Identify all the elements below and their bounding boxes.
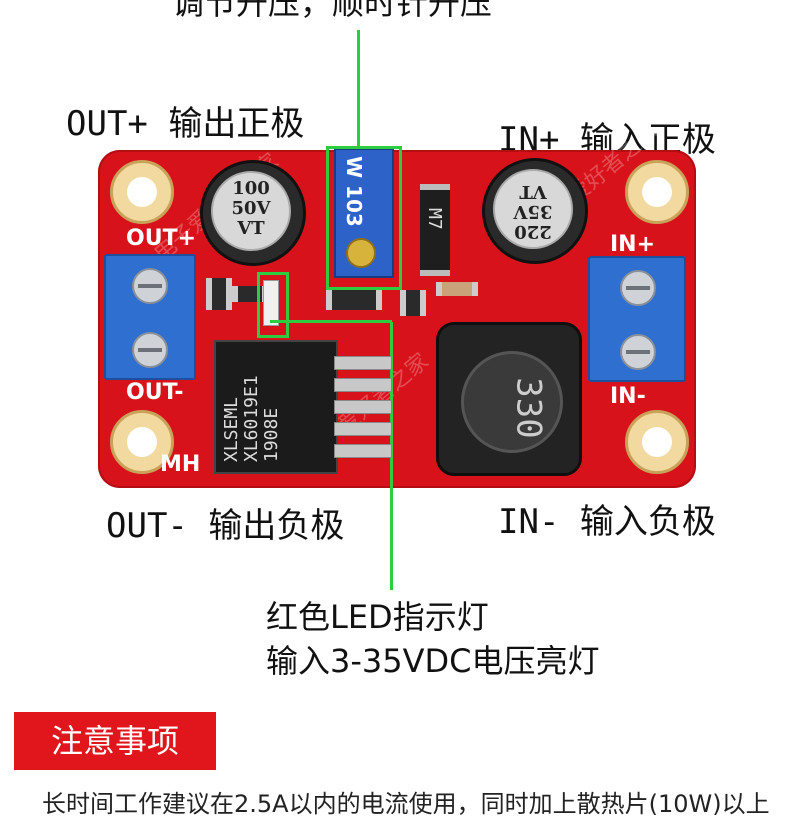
output-terminal-block [104, 254, 196, 380]
terminal-screw [620, 270, 656, 306]
diode-marking: M7 [424, 208, 445, 230]
diode: M7 [420, 184, 450, 276]
out-neg-label: OUT- 输出负极 [106, 506, 345, 546]
inductor-marking: 330 [508, 377, 549, 439]
inductor-core: 330 [461, 351, 563, 453]
smd-resistor [400, 290, 426, 316]
input-capacitor: 220 35V VT [482, 158, 588, 264]
led-note-line2: 输入3-35VDC电压亮灯 [266, 642, 600, 680]
silk-out-pos: OUT+ [126, 226, 197, 251]
ic-pin [334, 422, 392, 436]
led-note-line1: 红色LED指示灯 [266, 598, 489, 636]
ic-pin [334, 378, 392, 392]
mount-hole [110, 410, 174, 474]
smd-capacitor [436, 282, 478, 296]
ic-pin [334, 444, 392, 458]
pot-highlight [326, 146, 402, 290]
bottom-note: 长时间工作建议在2.5A以内的电流使用，同时加上散热片(10W)以上 [42, 790, 770, 818]
in-neg-label: IN- 输入负极 [498, 502, 716, 542]
mount-hole [625, 160, 689, 224]
led-connector-line [270, 320, 392, 323]
mount-hole [110, 160, 174, 224]
silk-in-pos: IN+ [610, 232, 656, 257]
ic-pin [334, 400, 392, 414]
potentiometer[interactable]: W 103 [334, 148, 394, 278]
pot-adjust-screw[interactable] [346, 238, 376, 268]
mount-hole [625, 410, 689, 474]
smd-transistor [326, 290, 382, 310]
pot-pointer-line [357, 30, 360, 148]
silk-in-neg: IN- [610, 384, 646, 409]
capacitor-marking: 220 35V VT [493, 169, 573, 249]
input-terminal-block [588, 256, 686, 382]
xl6019-ic: XLSEML XL6019E1 1908E [214, 340, 338, 474]
silk-mh: MH [160, 452, 201, 477]
silk-out-neg: OUT- [126, 380, 184, 405]
ic-marking: XLSEML XL6019E1 1908E [221, 375, 282, 462]
led-highlight [257, 272, 289, 338]
red-led [263, 280, 279, 326]
out-pos-label: OUT+ 输出正极 [66, 104, 305, 144]
ic-pin [334, 356, 392, 370]
inductor: 330 [436, 322, 582, 476]
top-note: 调节升压，顺时针升压 [172, 0, 493, 22]
smd-resistor [206, 278, 232, 310]
pot-marking: W 103 [342, 156, 366, 227]
notice-banner: 注意事项 [14, 712, 216, 770]
capacitor-marking: 100 50V VT [211, 171, 291, 251]
terminal-screw [620, 334, 656, 370]
terminal-screw [132, 332, 168, 368]
output-capacitor: 100 50V VT [200, 160, 306, 266]
terminal-screw [132, 268, 168, 304]
